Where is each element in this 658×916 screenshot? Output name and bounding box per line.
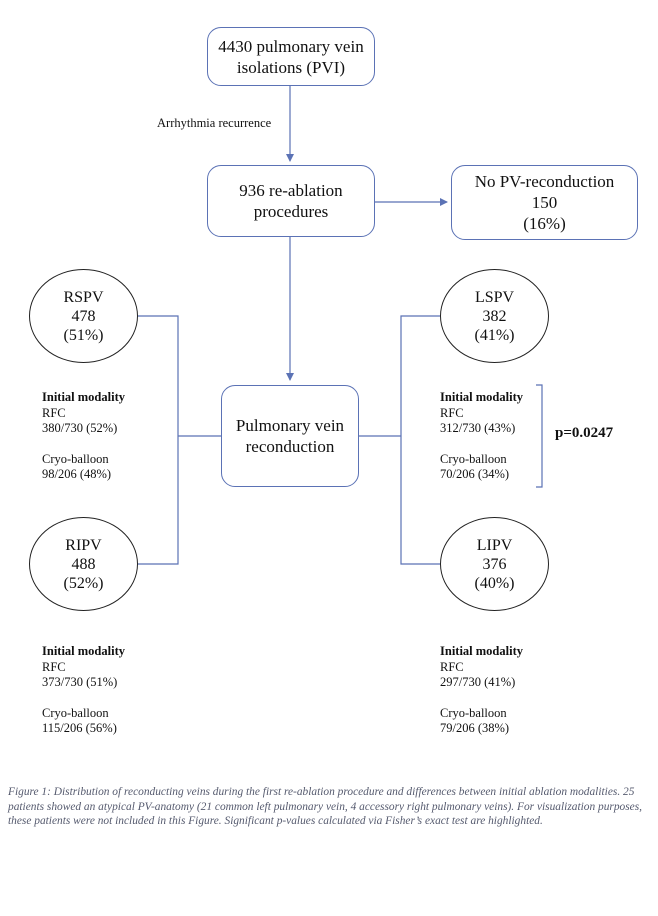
ripv-name: RIPV [65,536,102,554]
p-value-bracket [536,384,543,488]
lspv-rfc-value: 312/730 (43%) [440,421,516,435]
lipv-cryo-label: Cryo-balloon [440,705,507,720]
no-reconduction-line-3: (16%) [523,214,566,233]
rspv-modality-stats: Initial modality RFC 380/730 (52%) Cryo-… [42,390,125,483]
no-reconduction-box: No PV-reconduction 150 (16%) [451,165,638,240]
lipv-modality-stats: Initial modality RFC 297/730 (41%) Cryo-… [440,644,523,737]
lspv-name: LSPV [474,288,515,306]
lspv-count: 382 [482,307,507,325]
ripv-modality-header: Initial modality [42,644,125,658]
lipv-rfc-label: RFC [440,659,464,674]
lspv-modality-header: Initial modality [440,390,523,404]
reablation-line-2: procedures [253,202,329,221]
lipv-percent: (40%) [474,574,515,592]
rspv-cryo-value: 98/206 (48%) [42,467,112,481]
lspv-modality-stats: Initial modality RFC 312/730 (43%) Cryo-… [440,390,523,483]
p-value: p=0.0247 [555,425,614,441]
rspv-count: 478 [71,307,96,325]
reconduction-box: Pulmonary vein reconduction [221,385,359,487]
no-reconduction-line-1: No PV-reconduction [474,172,615,191]
left-veins-bracket [400,315,440,565]
lspv-percent: (41%) [474,326,515,344]
rspv-percent: (51%) [63,326,104,344]
rspv-rfc-value: 380/730 (52%) [42,421,118,435]
reconduction-line-2: reconduction [245,437,335,456]
lspv-circle: LSPV 382 (41%) [440,269,549,363]
pvi-line-1: 4430 pulmonary vein [218,36,364,56]
arrow-label: Arrhythmia recurrence [157,116,272,130]
pvi-line-2: isolations (PVI) [236,57,346,77]
rspv-circle: RSPV 478 (51%) [29,269,138,363]
lspv-cryo-label: Cryo-balloon [440,451,507,466]
ripv-rfc-label: RFC [42,659,66,674]
pvi-box: 4430 pulmonary vein isolations (PVI) [207,27,375,86]
ripv-rfc-value: 373/730 (51%) [42,675,118,689]
lipv-rfc-value: 297/730 (41%) [440,675,516,689]
lipv-cryo-value: 79/206 (38%) [440,721,510,735]
ripv-percent: (52%) [63,574,104,592]
lipv-name: LIPV [476,536,513,554]
lspv-rfc-label: RFC [440,405,464,420]
rspv-modality-header: Initial modality [42,390,125,404]
reablation-box: 936 re-ablation procedures [207,165,375,237]
ripv-circle: RIPV 488 (52%) [29,517,138,611]
lipv-circle: LIPV 376 (40%) [440,517,549,611]
ripv-count: 488 [71,555,96,573]
ripv-cryo-value: 115/206 (56%) [42,721,117,735]
rspv-rfc-label: RFC [42,405,66,420]
reconduction-line-1: Pulmonary vein [235,416,345,435]
rspv-cryo-label: Cryo-balloon [42,451,109,466]
lipv-modality-header: Initial modality [440,644,523,658]
no-reconduction-line-2: 150 [531,193,558,212]
ripv-cryo-label: Cryo-balloon [42,705,109,720]
lspv-cryo-value: 70/206 (34%) [440,467,510,481]
rspv-name: RSPV [63,288,104,306]
right-veins-bracket [138,315,179,565]
figure-caption: Figure 1: Distribution of reconducting v… [8,786,642,827]
ripv-modality-stats: Initial modality RFC 373/730 (51%) Cryo-… [42,644,125,737]
lipv-count: 376 [482,555,507,573]
reablation-line-1: 936 re-ablation [239,181,343,200]
